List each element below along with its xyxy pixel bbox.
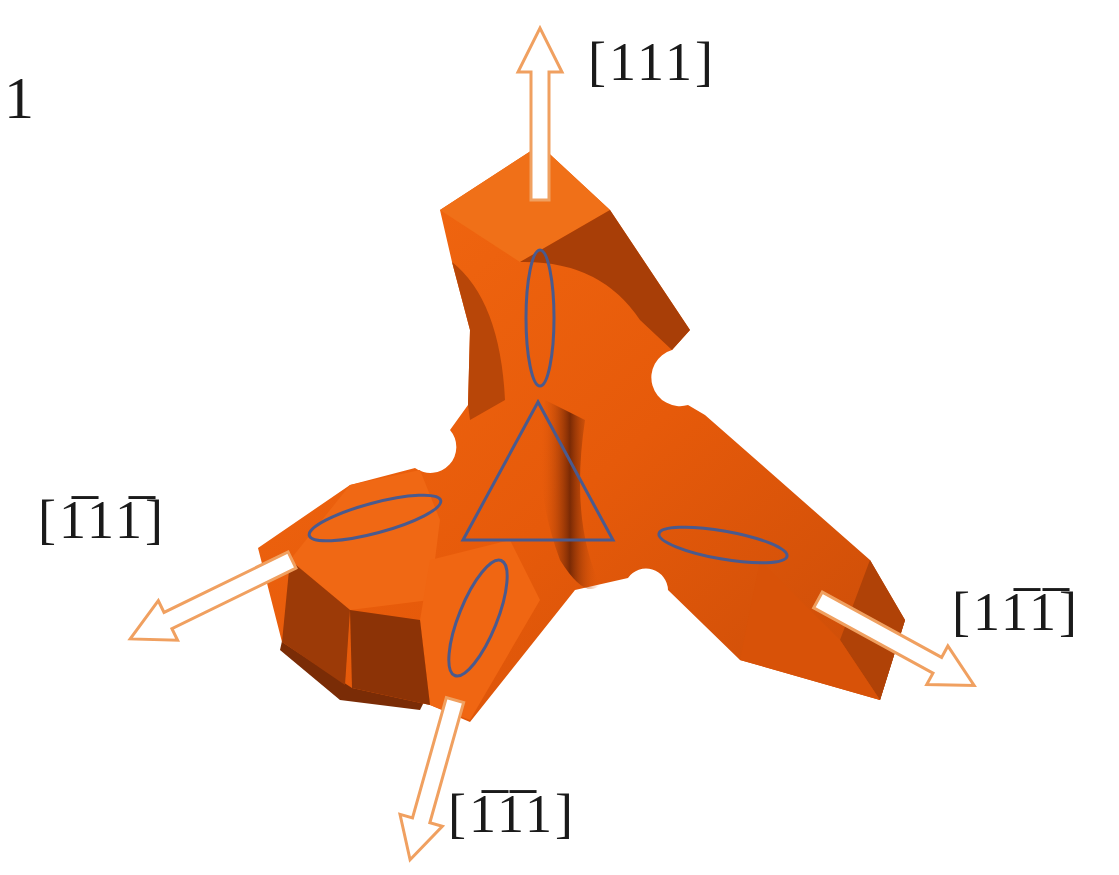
direction-label: [11̅1̅] xyxy=(952,580,1080,645)
panel-number: 1 xyxy=(4,62,37,134)
direction-label: [1̅1̅1] xyxy=(448,782,576,847)
direction-label: [111] xyxy=(588,30,716,95)
symmetry-symbols xyxy=(305,250,789,683)
direction-label: [1̅11̅] xyxy=(38,488,166,553)
direction-arrows xyxy=(121,28,985,866)
